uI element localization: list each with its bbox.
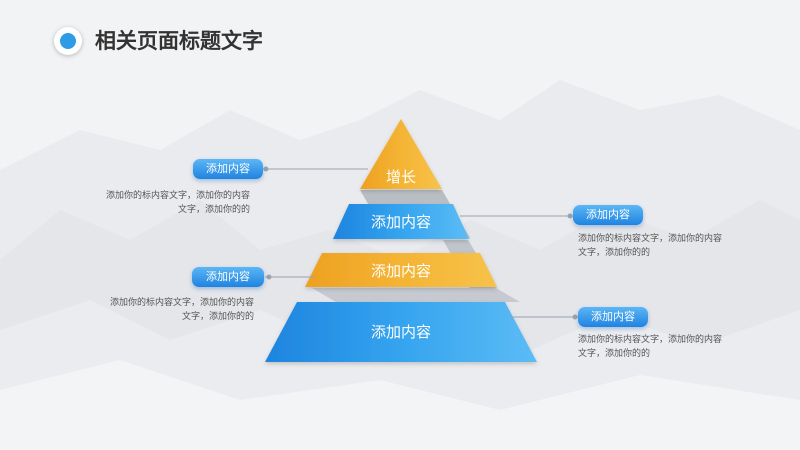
pyramid-tier-1 [360,119,442,189]
callout-connector [510,314,579,320]
tier-label-4: 添加内容 [370,323,431,341]
callout-title-pill: 添加内容 [193,159,263,179]
callout-description: 添加你的标内容文字，添加你的内容 文字，添加你的的 [109,298,254,322]
callout-connector [460,213,574,219]
tier-label-2: 添加内容 [370,213,431,231]
pyramid-tier-2 [333,204,469,239]
pyramid-tier-3 [305,253,497,287]
tier-label-3: 添加内容 [370,262,431,280]
page-title: 相关页面标题文字 [95,29,263,53]
tier-label-1: 增长 [385,168,416,186]
callout-title-pill: 添加内容 [578,307,648,327]
pyramid-tier-4 [265,302,537,362]
callout-description: 添加你的标内容文字，添加你的内容 文字，添加你的的 [578,335,723,359]
callout-connector [265,274,315,280]
callout-connector [262,166,368,172]
callout-description: 添加你的标内容文字，添加你的内容 文字，添加你的的 [105,191,250,215]
tier-shadow-band [312,288,520,302]
callout-title-pill: 添加内容 [192,267,264,287]
callout-title-pill: 添加内容 [573,205,643,225]
title-bullet-icon [54,27,82,55]
callout-description: 添加你的标内容文字，添加你的内容 文字，添加你的的 [578,234,723,258]
